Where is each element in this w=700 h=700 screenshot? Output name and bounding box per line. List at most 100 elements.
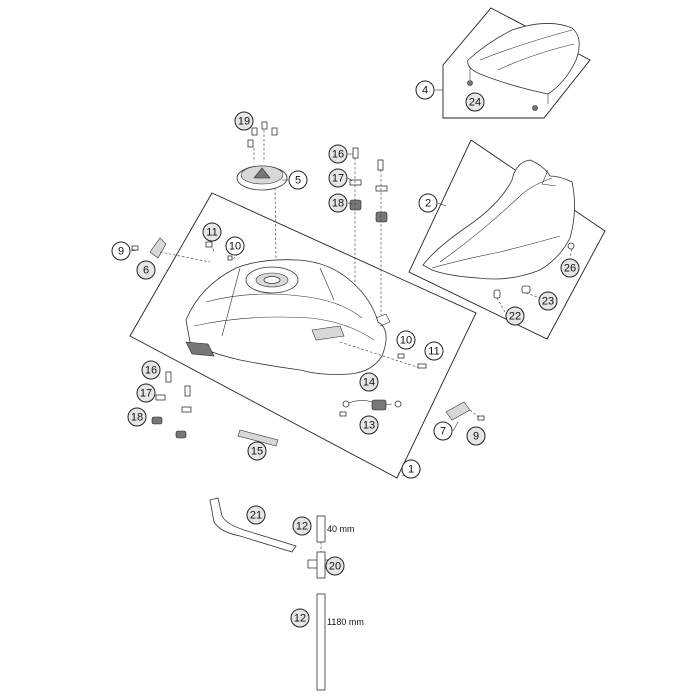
callout-circle — [433, 421, 453, 441]
callout-10: 10 — [396, 330, 416, 350]
rear-seat — [467, 23, 580, 111]
callout-number: 11 — [206, 227, 217, 239]
trim-strip — [237, 429, 279, 447]
callout-7: 7 — [433, 421, 453, 441]
callout-number: 24 — [469, 97, 481, 109]
callout-number: 22 — [509, 311, 521, 323]
callout-number: 21 — [250, 510, 262, 522]
callout-number: 16 — [332, 149, 344, 161]
callout-5: 5 — [288, 170, 308, 190]
fuel-cap — [236, 165, 288, 263]
callout-number: 4 — [422, 85, 428, 97]
callout-circle — [560, 258, 580, 278]
callout-16: 16 — [141, 360, 161, 380]
callout-number: 10 — [400, 335, 412, 347]
callout-number: 12 — [294, 613, 306, 625]
fuel-tank — [185, 259, 391, 375]
callout-number: 12 — [296, 521, 308, 533]
callout-circle — [136, 383, 156, 403]
callout-circle — [418, 193, 438, 213]
callout-number: 7 — [440, 426, 446, 438]
callout-15: 15 — [247, 441, 267, 461]
callout-circle — [288, 170, 308, 190]
callout-circle — [325, 556, 345, 576]
callout-circle — [466, 426, 486, 446]
callout-circle — [359, 372, 379, 392]
callout-number: 9 — [473, 431, 479, 443]
upper-mounting-bolts — [349, 147, 388, 315]
callout-circle — [234, 111, 254, 131]
callout-number: 17 — [140, 388, 152, 400]
callout-circle — [328, 168, 348, 188]
callout-2: 2 — [418, 193, 438, 213]
callout-4: 4 — [415, 80, 435, 100]
callout-number: 9 — [118, 246, 124, 258]
callout-17: 17 — [136, 383, 156, 403]
callout-circle — [202, 222, 222, 242]
callout-14: 14 — [359, 372, 379, 392]
callout-12: 12 — [292, 516, 312, 536]
callout-number: 5 — [295, 175, 301, 187]
dimension-label-40mm: 40 mm — [327, 524, 355, 534]
right-trim-bracket — [339, 341, 485, 421]
callout-number: 10 — [229, 241, 241, 253]
callout-number: 20 — [329, 561, 341, 573]
callout-20: 20 — [325, 556, 345, 576]
tank-assembly-frame — [129, 192, 477, 479]
callout-circle — [136, 260, 156, 280]
callout-circle — [359, 415, 379, 435]
callout-number: 19 — [238, 116, 250, 128]
callout-number: 17 — [332, 173, 344, 185]
callout-11: 11 — [424, 341, 444, 361]
callout-16: 16 — [328, 144, 348, 164]
fuel-sensor — [339, 399, 402, 417]
cap-screws — [247, 121, 278, 162]
callout-17: 17 — [328, 168, 348, 188]
callout-circle — [424, 341, 444, 361]
callout-circle — [396, 330, 416, 350]
callout-circle — [141, 360, 161, 380]
callout-circle — [290, 608, 310, 628]
front-seat — [422, 159, 575, 313]
callout-12: 12 — [290, 608, 310, 628]
callout-11: 11 — [202, 222, 222, 242]
callout-circle — [505, 306, 525, 326]
callout-18: 18 — [127, 407, 147, 427]
callout-number: 15 — [251, 446, 263, 458]
callout-13: 13 — [359, 415, 379, 435]
callout-9: 9 — [466, 426, 486, 446]
callout-23: 23 — [538, 291, 558, 311]
callout-24: 24 — [465, 92, 485, 112]
callout-9: 9 — [111, 241, 131, 261]
callout-number: 11 — [428, 346, 439, 358]
callout-circle — [127, 407, 147, 427]
callout-circle — [225, 236, 245, 256]
callout-6: 6 — [136, 260, 156, 280]
callout-circle — [401, 459, 421, 479]
callout-21: 21 — [246, 505, 266, 525]
callout-circle — [111, 241, 131, 261]
callout-circle — [247, 441, 267, 461]
callout-18: 18 — [328, 193, 348, 213]
callout-layer: 1245679910101111121213141516161717181819… — [111, 80, 580, 628]
callout-10: 10 — [225, 236, 245, 256]
callout-26: 26 — [560, 258, 580, 278]
callout-1: 1 — [401, 459, 421, 479]
callout-circle — [328, 144, 348, 164]
callout-circle — [246, 505, 266, 525]
callout-number: 13 — [363, 420, 375, 432]
left-trim-bracket — [131, 237, 239, 263]
callout-circle — [415, 80, 435, 100]
callout-22: 22 — [505, 306, 525, 326]
callout-number: 26 — [564, 263, 576, 275]
callout-circle — [328, 193, 348, 213]
callout-number: 18 — [332, 198, 344, 210]
callout-19: 19 — [234, 111, 254, 131]
dimension-label-1180mm: 1180 mm — [327, 617, 364, 627]
fuel-hose — [209, 497, 335, 691]
callout-number: 14 — [363, 377, 375, 389]
callout-circle — [465, 92, 485, 112]
lower-mounting-bolts — [151, 371, 192, 439]
callout-number: 6 — [143, 265, 149, 277]
